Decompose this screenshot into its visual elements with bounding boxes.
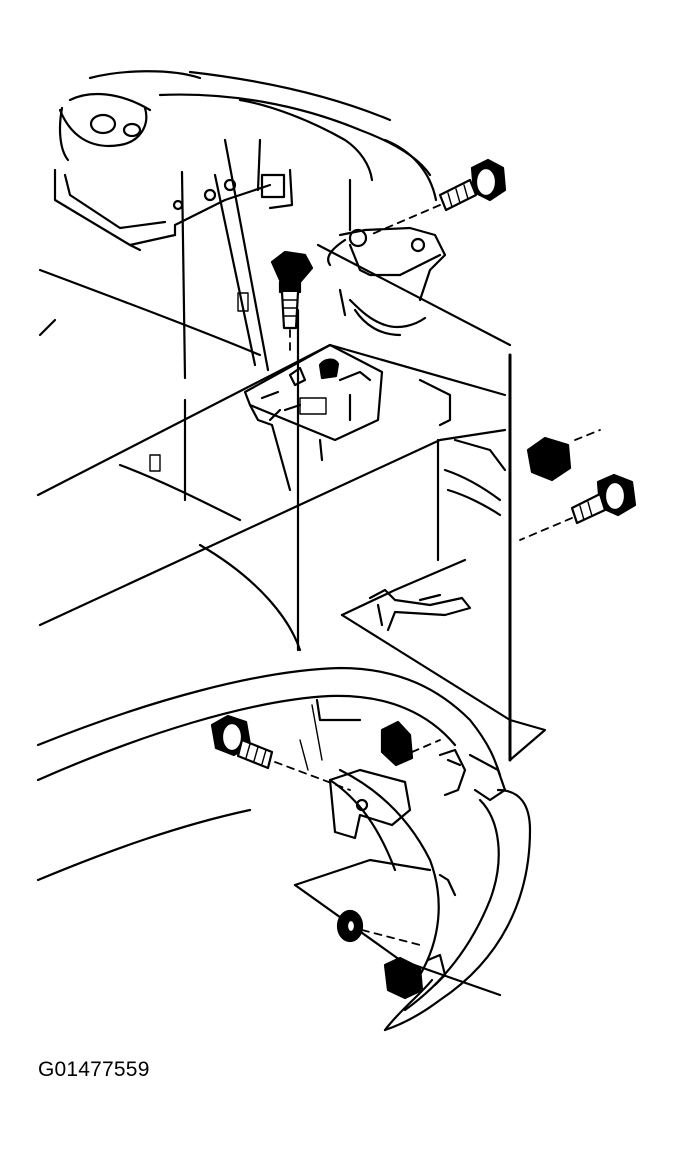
wheel-opening xyxy=(36,666,532,1032)
bolt-middle-right xyxy=(519,473,637,541)
fender-panel xyxy=(296,243,547,762)
center-bracket xyxy=(243,343,384,492)
clip-nut-right xyxy=(526,429,601,482)
upper-body-structure xyxy=(53,70,438,252)
radiator-support xyxy=(36,343,507,722)
bolt-upper-right xyxy=(369,158,507,236)
clip-center-lower xyxy=(380,720,467,797)
bolt-lower-left xyxy=(210,714,351,791)
hinge-bracket xyxy=(327,226,447,337)
washer xyxy=(336,909,421,946)
vertical-bolt xyxy=(270,250,314,356)
support-clip xyxy=(368,588,472,632)
figure-id-label: G01477559 xyxy=(38,1058,150,1081)
frame-rail xyxy=(38,138,270,502)
clip-wheel-liner xyxy=(383,953,447,1000)
